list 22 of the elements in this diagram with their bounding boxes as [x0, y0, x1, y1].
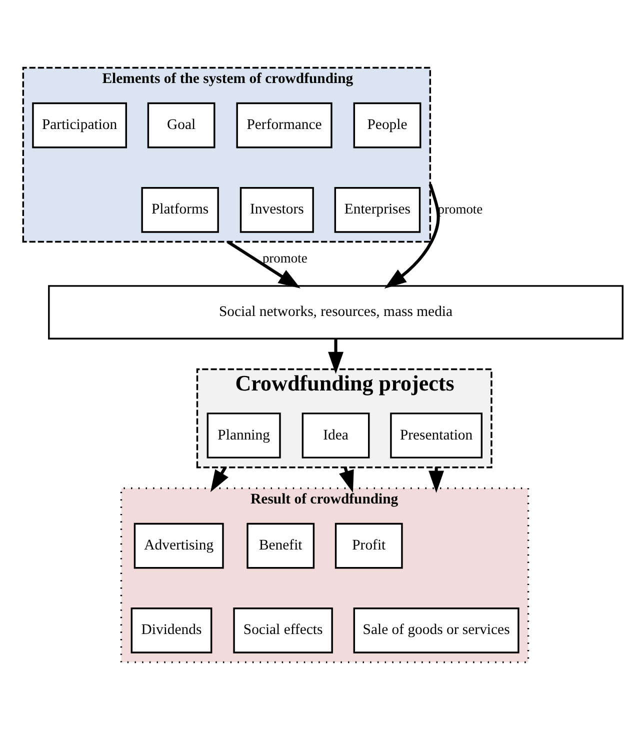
node-box: Social networks, resources, mass media: [48, 284, 624, 339]
arrow: [227, 240, 300, 288]
node-box: Investors: [240, 186, 314, 232]
node-box: Platforms: [141, 186, 219, 232]
node-box: People: [353, 102, 422, 148]
node-box: Advertising: [134, 522, 224, 568]
node-box: Goal: [147, 102, 216, 148]
node-box: Idea: [302, 412, 370, 458]
node-box: Participation: [32, 102, 127, 148]
arrow: [328, 338, 344, 374]
node-box: Profit: [334, 522, 403, 568]
node-box: Benefit: [246, 522, 315, 568]
node-box: Enterprises: [334, 186, 421, 232]
edge-label: promote: [262, 250, 308, 265]
node-box: Sale of goods or services: [353, 607, 520, 653]
node-box: Presentation: [390, 412, 483, 458]
node-box: Dividends: [130, 607, 212, 653]
arrow: [384, 183, 440, 288]
node-box: Planning: [206, 412, 281, 458]
node-box: Performance: [236, 102, 332, 148]
edge-label: promote: [438, 200, 483, 216]
node-box: Social effects: [233, 607, 333, 653]
